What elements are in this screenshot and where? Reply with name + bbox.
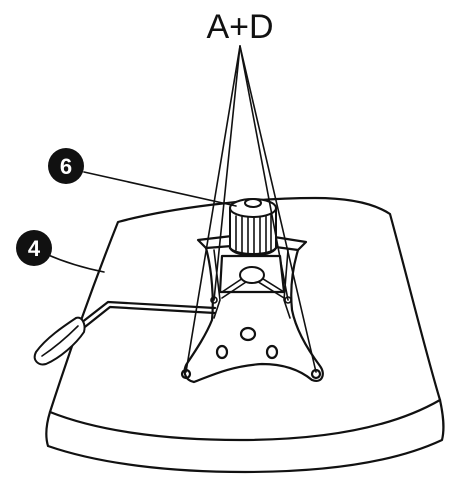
knob-cap (244, 198, 262, 208)
callout-badge-4: 4 (16, 230, 52, 266)
adjustment-lever (33, 300, 217, 366)
plate-hole-3 (265, 344, 279, 360)
lever-handle-detail (41, 325, 79, 357)
plate-outline (183, 246, 324, 384)
knob-ridges (235, 214, 272, 255)
plate-hole-2 (215, 344, 229, 360)
plate-hole-1 (239, 326, 257, 342)
leader-ad-2 (213, 45, 241, 301)
housing-boss (239, 266, 265, 284)
callout-4-number: 4 (28, 236, 41, 261)
leader-ad-3 (239, 45, 289, 301)
lever-rod (70, 300, 217, 332)
plate-inner-left (213, 249, 221, 319)
seat-front-edge (45, 398, 445, 474)
knob-base-ring (228, 246, 278, 257)
leader-ad-1 (185, 45, 241, 373)
callout-badge-6: 6 (48, 148, 84, 184)
leader-6 (83, 171, 237, 207)
label-a-plus-d: A+D (206, 8, 273, 46)
gas-lift-knob (228, 198, 278, 257)
lever-handle (33, 316, 86, 366)
lever-rod-lower (74, 305, 217, 336)
leader-4 (45, 253, 105, 273)
leader-lines-ad (185, 45, 317, 373)
callout-6-number: 6 (60, 154, 72, 179)
seat-top-surface (48, 196, 442, 442)
leader-ad-4 (239, 45, 317, 373)
upper-bracket (196, 234, 234, 250)
seat-cushion (45, 196, 445, 474)
plate-inner-right (283, 249, 291, 319)
